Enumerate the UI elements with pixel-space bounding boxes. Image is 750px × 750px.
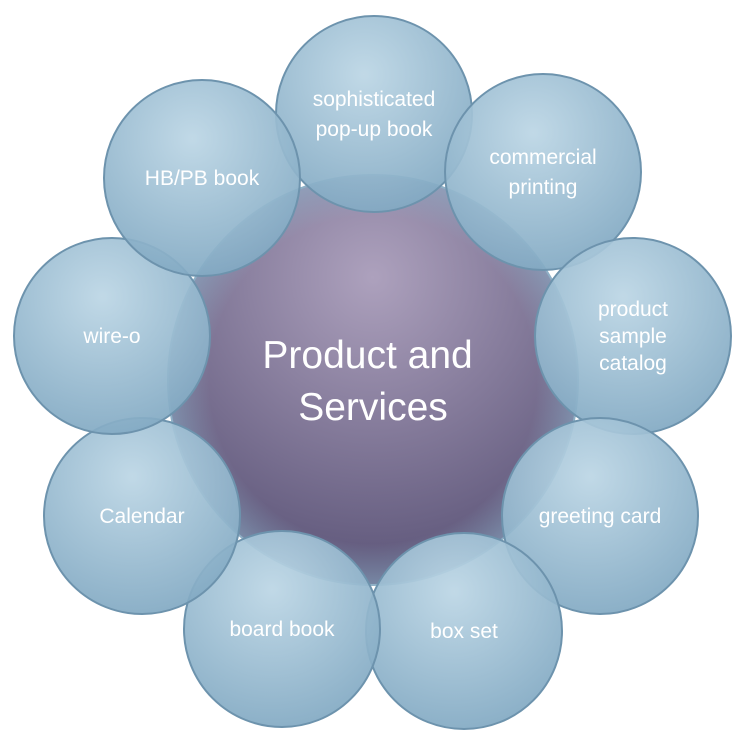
petal-label: board book: [229, 618, 335, 641]
petal-circle: [501, 417, 699, 615]
petal-label-line: board book: [229, 618, 335, 641]
petal-layer: sophisticated pop-up book commercial printi…: [13, 15, 732, 730]
petal-label: box set: [430, 620, 498, 643]
petal-label: wire-o: [82, 325, 140, 348]
petal-label-line: pop-up book: [316, 118, 433, 141]
petal-label-line: product: [598, 298, 668, 321]
petal-commercial-printing: commercial printing: [444, 73, 642, 271]
petal-circle: [275, 15, 473, 213]
petal-circle: [183, 530, 381, 728]
petal-label-line: box set: [430, 620, 498, 643]
center-hub: Product and Services: [167, 174, 579, 586]
petal-label-line: catalog: [599, 352, 667, 375]
petal-circle: [13, 237, 211, 435]
petal-label-line: sample: [599, 325, 667, 348]
center-label-line-1: Product and: [262, 334, 472, 377]
petal-label-line: Calendar: [99, 505, 184, 528]
petal-label: sophisticated pop-up book: [313, 88, 436, 141]
petal-label: product sample catalog: [598, 298, 668, 375]
petal-circle: [103, 79, 301, 277]
center-label: Product and Services: [262, 334, 483, 429]
petal-label: Calendar: [99, 505, 184, 528]
petal-label-line: wire-o: [82, 325, 140, 348]
petal-label: commercial printing: [489, 146, 596, 199]
petal-label-line: printing: [509, 176, 578, 199]
petal-board-book: board book: [183, 530, 381, 728]
petal-hb-pb-book: HB/PB book: [103, 79, 301, 277]
petal-wire-o: wire-o: [13, 237, 211, 435]
petal-label-line: HB/PB book: [145, 167, 260, 190]
petal-label: HB/PB book: [145, 167, 260, 190]
petal-circle: [444, 73, 642, 271]
petal-calendar: Calendar: [43, 417, 241, 615]
petal-greeting-card: greeting card: [501, 417, 699, 615]
petal-product-sample-catalog: product sample catalog: [534, 237, 732, 435]
petal-label-line: greeting card: [539, 505, 662, 528]
center-label-line-2: Services: [298, 386, 448, 429]
petal-box-set: box set: [365, 532, 563, 730]
petal-label: greeting card: [539, 505, 662, 528]
petal-sophisticated-popup-book: sophisticated pop-up book: [275, 15, 473, 213]
petal-label-line: commercial: [489, 146, 596, 169]
petal-label-line: sophisticated: [313, 88, 436, 111]
